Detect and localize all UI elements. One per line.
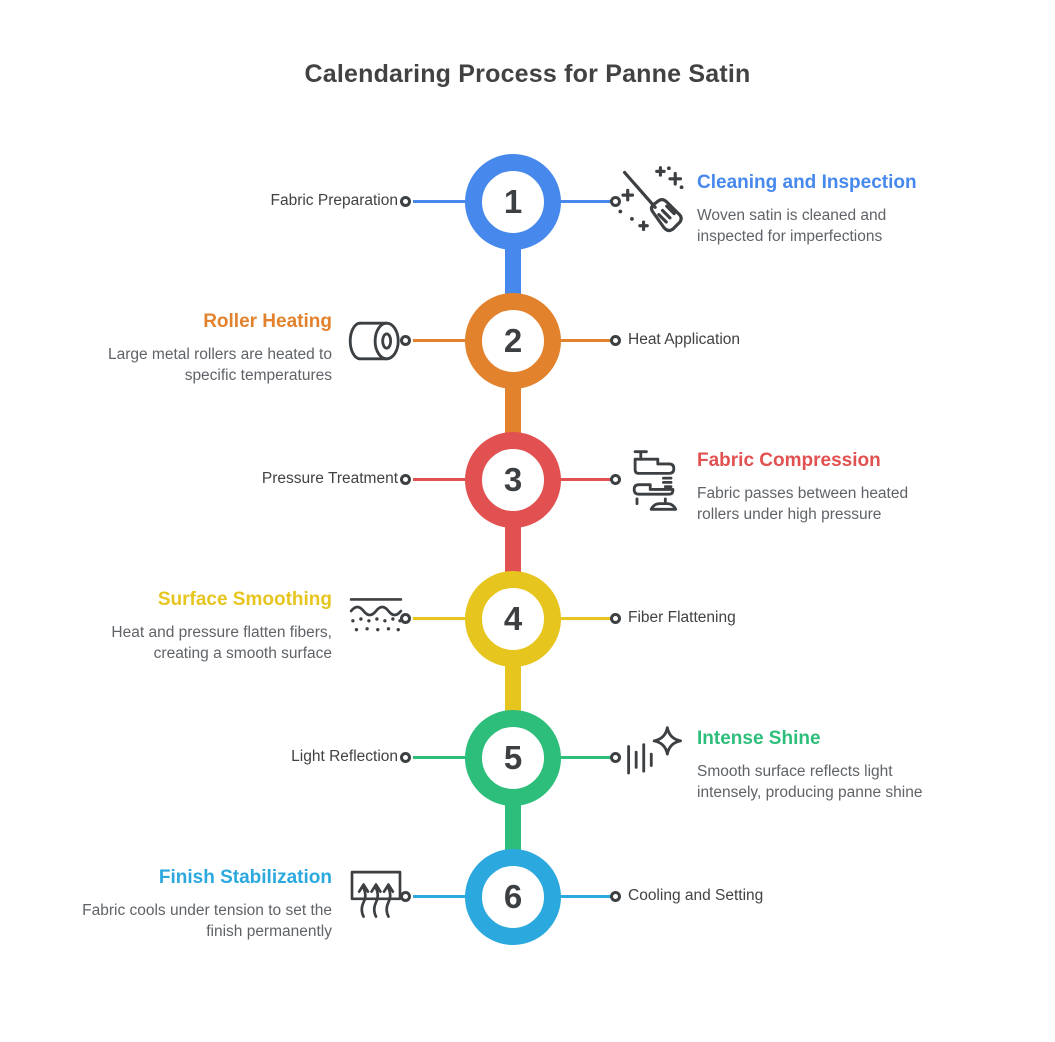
step-side-label: Cooling and Setting	[628, 887, 764, 904]
broom-sparkles-icon	[614, 164, 690, 240]
connector-dot	[610, 752, 621, 763]
step-detail: Roller Heating Large metal rollers are h…	[82, 310, 332, 386]
connector-line	[560, 617, 612, 620]
step-heading: Finish Stabilization	[158, 867, 332, 888]
connector-line	[560, 339, 612, 342]
connector-line	[413, 617, 465, 620]
connector-dot	[610, 613, 621, 624]
step-description: Woven satin is cleaned and inspected for…	[697, 207, 887, 245]
press-compression-icon	[620, 446, 688, 514]
connector-line	[413, 339, 465, 342]
step-side-label: Light Reflection	[291, 748, 398, 765]
step-description: Fabric passes between heated rollers und…	[697, 485, 909, 523]
step-description: Smooth surface reflects light intensely,…	[697, 763, 923, 801]
connector-line	[560, 756, 612, 759]
step-heading: Surface Smoothing	[157, 589, 332, 610]
connector-dot	[610, 891, 621, 902]
step-detail: Finish Stabilization Fabric cools under …	[82, 866, 332, 942]
step-number: 2	[503, 322, 523, 359]
step-heading: Fabric Compression	[697, 450, 881, 471]
step-description: Large metal rollers are heated to specif…	[107, 346, 332, 384]
connector-line	[560, 895, 612, 898]
connector-dot	[400, 335, 411, 346]
connector-dot	[400, 474, 411, 485]
connector-line	[413, 478, 465, 481]
page-title: Calendaring Process for Panne Satin	[304, 60, 751, 88]
step-number: 1	[503, 183, 523, 220]
step-description: Fabric cools under tension to set the fi…	[82, 902, 332, 940]
step-heading: Intense Shine	[697, 728, 821, 749]
connector-dot	[610, 335, 621, 346]
steam-arrows-icon	[344, 865, 408, 929]
step-side-label: Fabric Preparation	[270, 192, 398, 209]
timeline-connector	[505, 242, 521, 300]
connector-line	[413, 200, 465, 203]
timeline-connector	[505, 798, 521, 856]
step-side-label: Pressure Treatment	[261, 470, 398, 487]
connector-line	[560, 200, 612, 203]
connector-dot	[400, 613, 411, 624]
connector-line	[413, 756, 465, 759]
shine-bars-icon	[622, 722, 690, 790]
timeline-connector	[505, 659, 521, 717]
step-number: 4	[503, 600, 523, 637]
step-number: 3	[503, 461, 523, 498]
step-number-circle: 1	[465, 154, 561, 250]
step-number: 5	[503, 739, 523, 776]
step-heading: Roller Heating	[203, 311, 332, 332]
step-number: 6	[503, 878, 523, 915]
step-detail: Intense Shine Smooth surface reflects li…	[697, 727, 947, 803]
heated-roller-icon	[344, 309, 408, 373]
timeline-connector	[505, 520, 521, 578]
timeline-connector	[505, 381, 521, 439]
connector-line	[413, 895, 465, 898]
step-detail: Fabric Compression Fabric passes between…	[697, 449, 947, 525]
step-number-circle: 5	[465, 710, 561, 806]
connector-dot	[610, 196, 621, 207]
step-side-label: Heat Application	[628, 331, 741, 348]
step-description: Heat and pressure flatten fibers, creati…	[111, 624, 332, 662]
connector-dot	[400, 891, 411, 902]
step-detail: Cleaning and Inspection Woven satin is c…	[697, 171, 947, 247]
connector-dot	[610, 474, 621, 485]
step-number-circle: 6	[465, 849, 561, 945]
step-side-label: Fiber Flattening	[628, 609, 736, 626]
smooth-surface-icon	[344, 587, 408, 651]
connector-dot	[400, 196, 411, 207]
step-detail: Surface Smoothing Heat and pressure flat…	[82, 588, 332, 664]
connector-dot	[400, 752, 411, 763]
step-number-circle: 3	[465, 432, 561, 528]
step-heading: Cleaning and Inspection	[697, 172, 917, 193]
connector-line	[560, 478, 612, 481]
step-number-circle: 4	[465, 571, 561, 667]
step-number-circle: 2	[465, 293, 561, 389]
